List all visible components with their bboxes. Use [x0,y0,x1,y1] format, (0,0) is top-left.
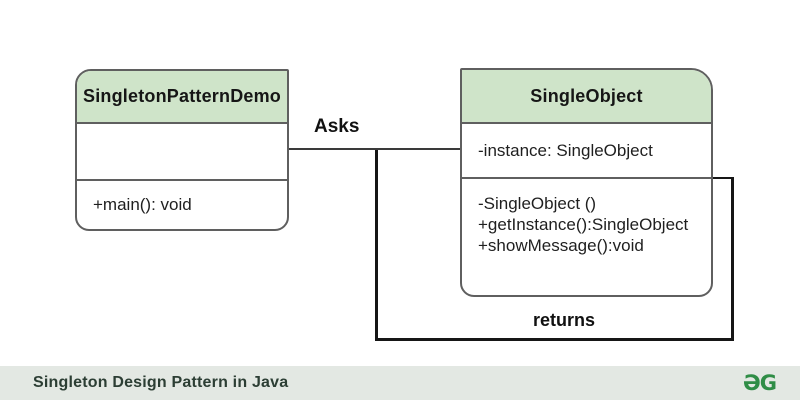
returns-loop-bottom-line [375,338,734,341]
method-label-getinstance: +getInstance():SingleObject [478,215,689,234]
footer-bar: Singleton Design Pattern in Java ƏG [0,366,800,400]
returns-loop-right-line [731,177,734,341]
attribute-label-instance: -instance: SingleObject [478,140,653,160]
asks-connector-line [289,148,460,150]
class-box-singletonpatterndemo: SingletonPatternDemo +main(): void [75,69,289,231]
returns-loop-left-line [375,150,378,341]
footer-caption: Singleton Design Pattern in Java [33,374,289,391]
returns-loop-connector-line [713,177,734,179]
methods-section: -SingleObject () +getInstance():SingleOb… [462,179,711,295]
methods-section: +main(): void [77,181,287,229]
method-label-main: +main(): void [93,195,192,214]
geeksforgeeks-logo-icon: ƏG [742,371,777,395]
asks-label: Asks [314,116,360,137]
class-box-singleobject: SingleObject -instance: SingleObject -Si… [460,68,713,297]
attributes-section: -instance: SingleObject [462,124,711,179]
attributes-section-empty [77,124,287,181]
class-name-singleobject: SingleObject [462,70,711,124]
class-name-singletonpatterndemo: SingletonPatternDemo [77,71,287,124]
returns-label: returns [533,310,596,330]
method-label-showmessage: +showMessage():void [478,236,644,255]
method-label-constructor: -SingleObject () [478,194,597,213]
